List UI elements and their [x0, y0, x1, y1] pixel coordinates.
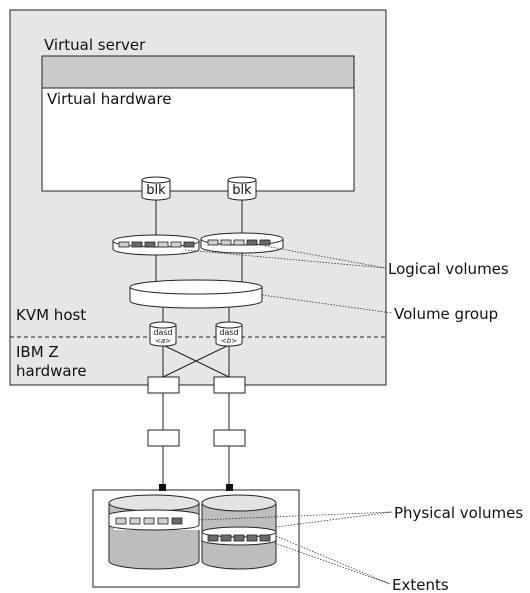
- physical-volume-b: [201, 494, 277, 570]
- virtual-hardware-label: Virtual hardware: [47, 90, 171, 108]
- extents-callout: Extents: [392, 576, 449, 593]
- dasd-device-a: dasd <a>: [149, 321, 177, 347]
- callout-lines: [184, 245, 393, 585]
- svg-text:<b>: <b>: [221, 337, 237, 345]
- channel-box-b: [213, 376, 246, 394]
- virtual-server-label: Virtual server: [44, 36, 146, 54]
- virtual-hardware-bar: [41, 55, 355, 89]
- blk-device-b: blk: [227, 176, 257, 201]
- physical-volumes-callout: Physical volumes: [394, 504, 523, 522]
- switch-box-a: [147, 429, 180, 447]
- blk-device-a: blk: [141, 176, 171, 201]
- kvm-host-label: KVM host: [16, 306, 86, 324]
- ibm-z-label-line1: IBM Z: [16, 343, 59, 361]
- dasd-device-b: dasd <b>: [215, 321, 243, 347]
- volume-group-disk: [129, 279, 263, 309]
- port-a: [159, 484, 166, 491]
- logical-volume-b: [200, 232, 284, 254]
- logical-volume-a: [112, 234, 200, 256]
- svg-text:blk: blk: [232, 183, 252, 198]
- physical-volume-a: [108, 494, 204, 570]
- volume-group-callout: Volume group: [394, 305, 498, 323]
- logical-volumes-callout: Logical volumes: [388, 260, 509, 278]
- svg-text:dasd: dasd: [153, 328, 172, 337]
- svg-text:blk: blk: [146, 183, 166, 198]
- ibm-z-label-line2: hardware: [16, 362, 87, 380]
- connectors: [155, 200, 243, 487]
- svg-text:<a>: <a>: [155, 337, 171, 345]
- svg-text:dasd: dasd: [219, 328, 238, 337]
- switch-box-b: [213, 429, 246, 447]
- channel-box-a: [147, 376, 180, 394]
- port-b: [226, 484, 233, 491]
